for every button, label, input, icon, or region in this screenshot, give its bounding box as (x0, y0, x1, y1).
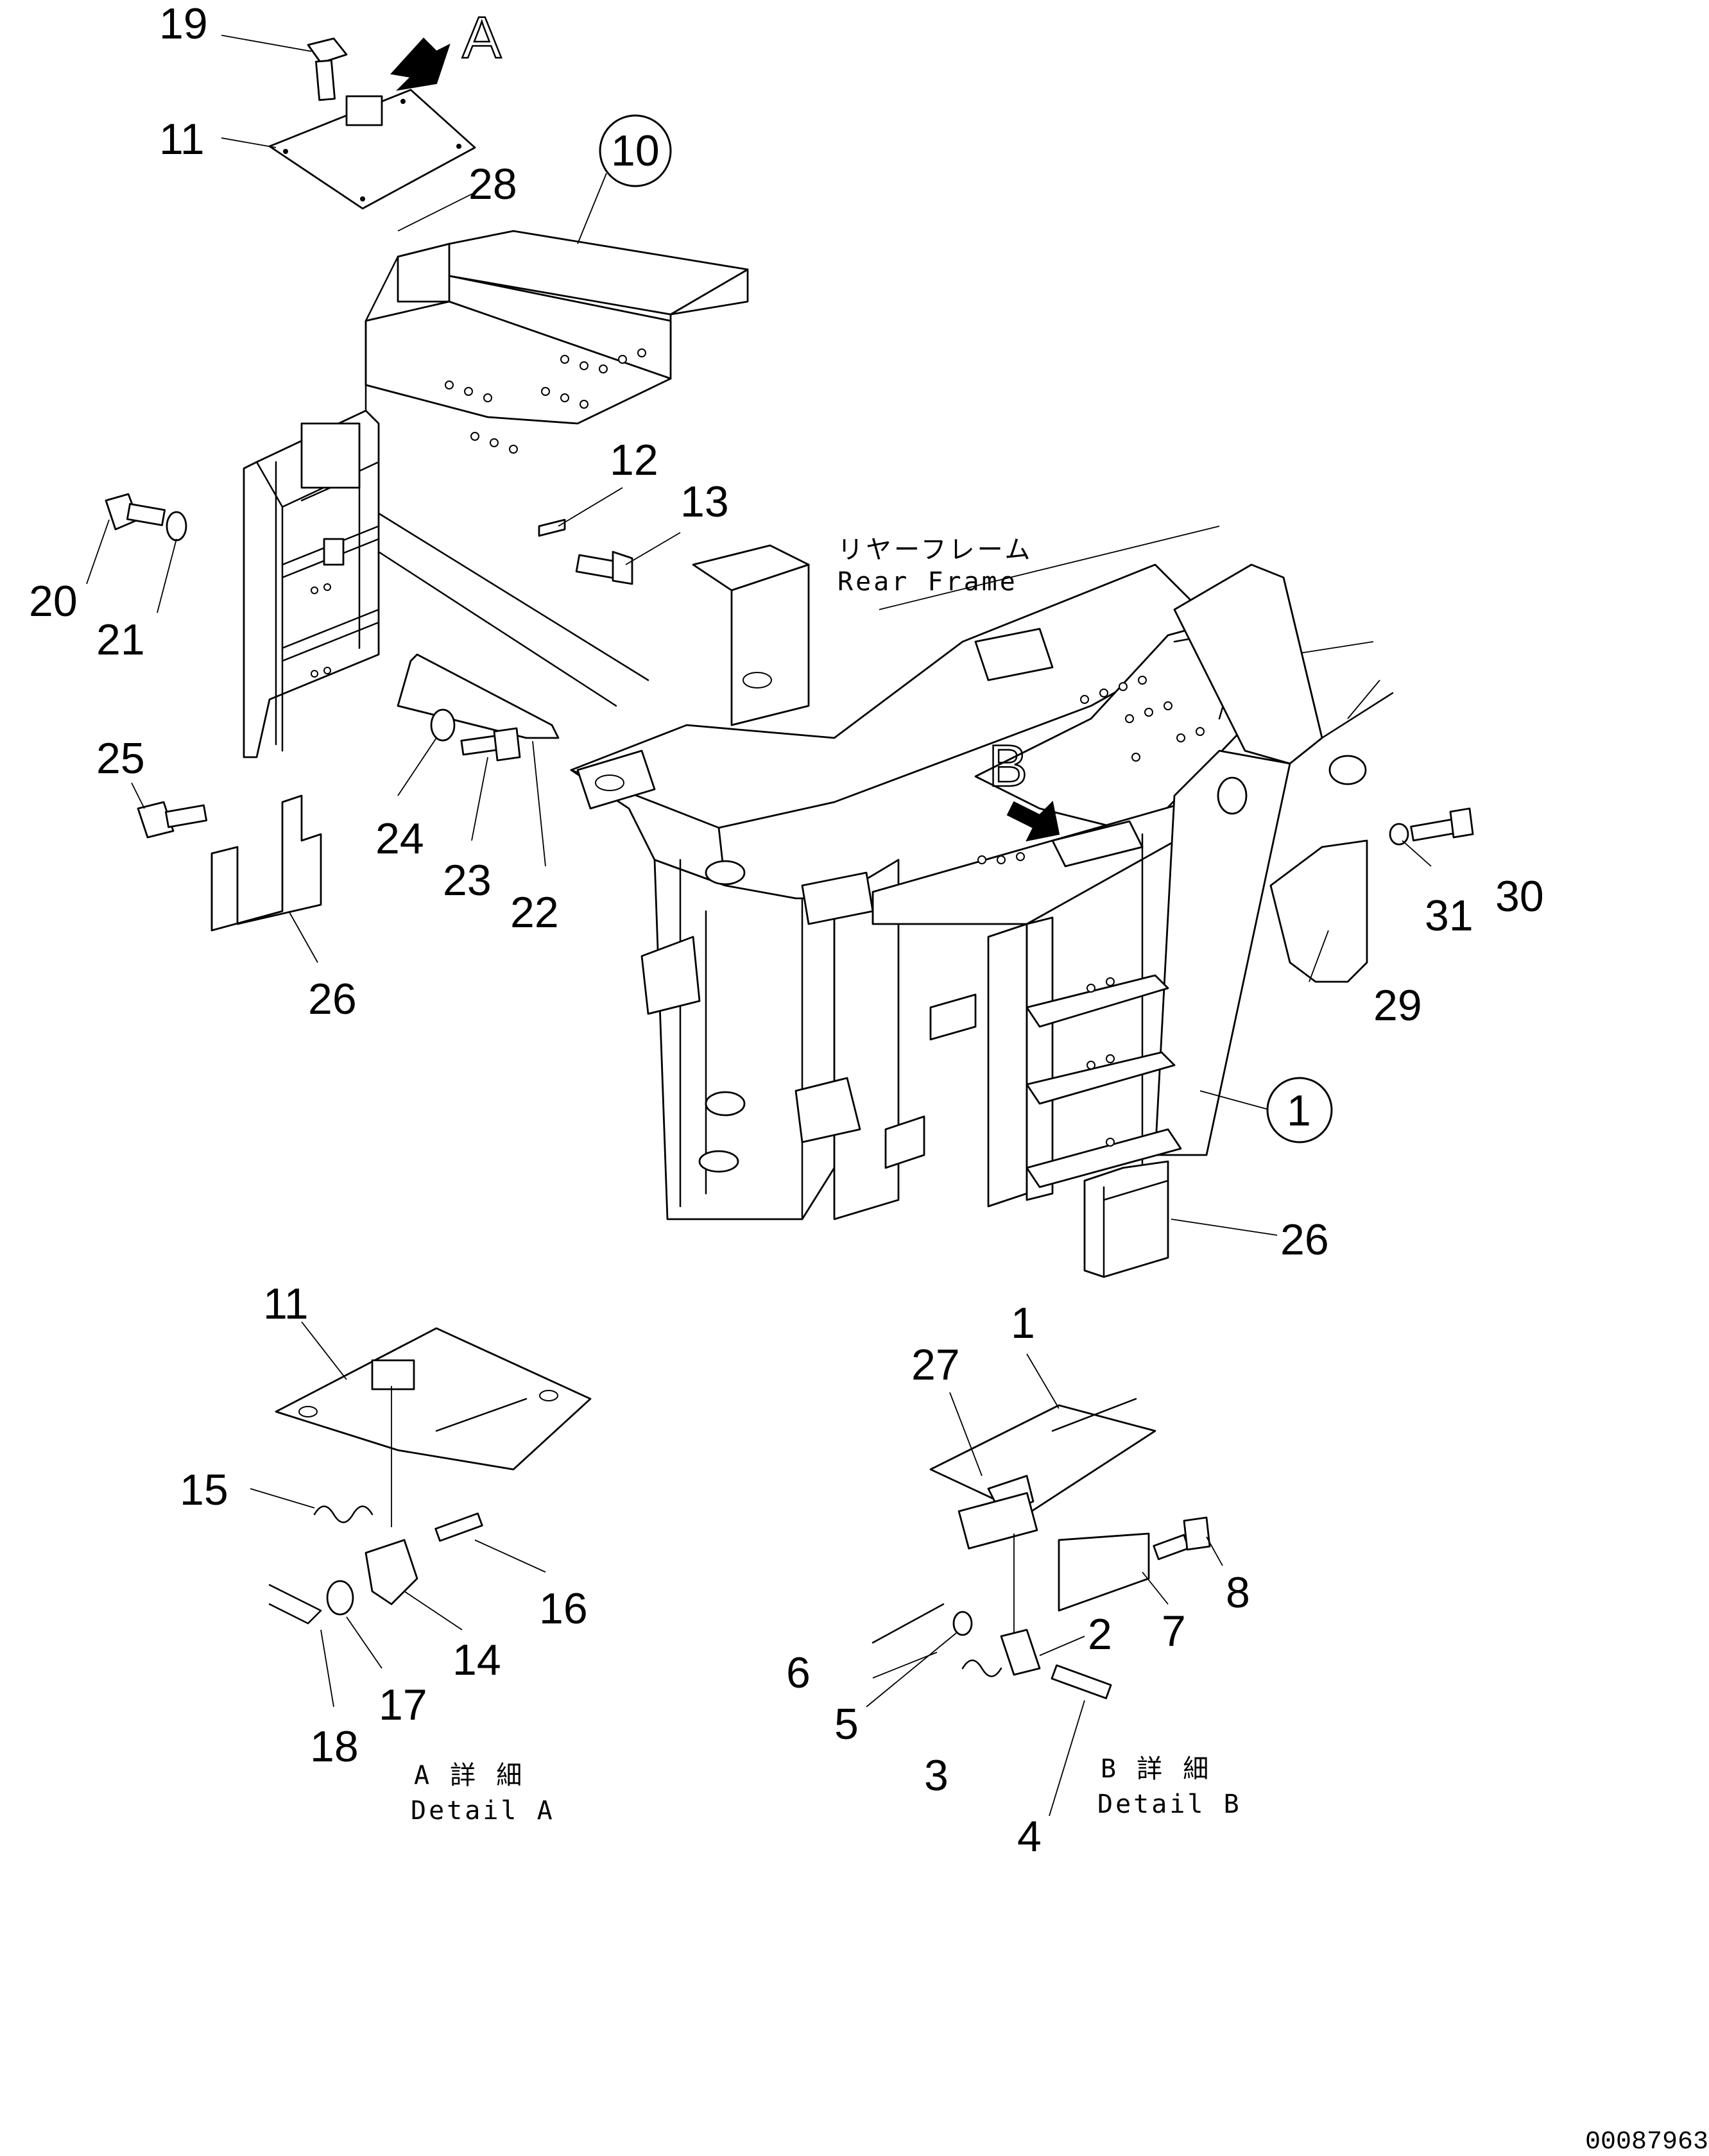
callout-3: 3 (924, 1751, 949, 1800)
leader-lines (86, 35, 1432, 1817)
bolt-20 (105, 493, 166, 531)
callout-26-lower: 26 (1280, 1215, 1329, 1264)
callout-31: 31 (1425, 891, 1473, 940)
callout-17: 17 (379, 1681, 427, 1729)
deck-holes (977, 676, 1205, 1147)
bracket-12 (538, 518, 566, 537)
callout-19: 19 (159, 0, 208, 48)
bolt-19 (307, 37, 348, 101)
callout-28: 28 (468, 160, 517, 209)
bolt-23 (460, 727, 521, 762)
drawing-code: 00087963 (1585, 2128, 1708, 2156)
callout-16: 16 (539, 1584, 588, 1633)
pin-18 (268, 1584, 322, 1625)
detail-b-en-label: Detail B (1097, 1790, 1242, 1819)
ladder-frame (243, 409, 649, 758)
pin-4 (1051, 1664, 1112, 1700)
callout-12: 12 (610, 436, 658, 484)
duct-10 (365, 230, 749, 454)
spring-15 (313, 1505, 374, 1523)
callout-6: 6 (786, 1648, 811, 1697)
step-26-lower (1083, 1160, 1169, 1278)
callout-30: 30 (1495, 872, 1544, 921)
detail-b-jp-label: B 詳 細 (1101, 1754, 1211, 1784)
callout-11: 11 (159, 115, 205, 164)
callout-10-circle (599, 114, 672, 187)
detail-a-jp-label: A 詳 細 (414, 1761, 524, 1790)
washer-21 (166, 511, 187, 542)
callout-20: 20 (29, 577, 78, 626)
bolt-8 (1153, 1516, 1211, 1561)
duct-10-holes (445, 348, 646, 454)
washer-31 (1389, 823, 1409, 846)
pin-16 (434, 1512, 483, 1542)
callout-11-detail-a: 11 (263, 1279, 309, 1328)
rear-frame-body (570, 526, 1474, 1278)
washer-5 (952, 1611, 973, 1636)
callout-4: 4 (1017, 1812, 1042, 1861)
callout-1-detail-b: 1 (1011, 1299, 1035, 1348)
cover-plate-11 (268, 89, 476, 210)
washer-17 (326, 1580, 354, 1616)
callout-14: 14 (452, 1636, 501, 1684)
callout-24: 24 (375, 814, 424, 863)
upper-step-assembly (105, 37, 749, 932)
bolt-30 (1410, 807, 1474, 842)
callout-2: 2 (1088, 1610, 1112, 1659)
view-arrow-a (390, 37, 451, 91)
callout-labels: 19 11 28 10 12 13 20 21 25 24 23 22 26 3… (29, 0, 1708, 2156)
washer-24 (430, 708, 456, 742)
callout-26-upper: 26 (308, 975, 357, 1023)
cover-29 (1269, 839, 1368, 983)
callout-18: 18 (310, 1722, 359, 1771)
detail-b-plate-1 (929, 1404, 1156, 1516)
view-letter-a: A (462, 5, 502, 71)
callout-7: 7 (1162, 1607, 1186, 1656)
bolt-13 (575, 551, 633, 585)
callout-23: 23 (443, 856, 492, 905)
callout-10: 10 (611, 126, 660, 175)
callout-25: 25 (96, 734, 145, 783)
bolt-25 (137, 801, 208, 839)
bracket-2 (1000, 1629, 1041, 1676)
callout-13: 13 (680, 477, 729, 526)
callout-29: 29 (1373, 981, 1422, 1030)
callout-5: 5 (834, 1700, 859, 1749)
bracket-7 (1058, 1532, 1150, 1612)
callout-21: 21 (96, 615, 145, 664)
callout-22: 22 (510, 888, 559, 937)
plate-22 (397, 653, 560, 739)
view-letter-b: B (988, 733, 1027, 799)
callout-8: 8 (1226, 1568, 1250, 1617)
detail-a-plate-11 (275, 1327, 592, 1471)
rear-frame-jp-label: リヤーフレーム (837, 535, 1033, 565)
detail-a-en-label: Detail A (411, 1796, 555, 1826)
view-arrow-b (1006, 800, 1060, 842)
callout-27: 27 (911, 1340, 960, 1389)
callout-1-circle (1266, 1077, 1333, 1143)
step-26-upper (210, 794, 322, 932)
rear-frame-en-label: Rear Frame (837, 567, 1018, 597)
callout-15: 15 (180, 1466, 228, 1514)
spring-3 (961, 1659, 1002, 1677)
callout-1: 1 (1287, 1086, 1311, 1135)
detail-a-assembly (268, 1327, 592, 1625)
pin-6 (872, 1603, 945, 1644)
detail-b-assembly (872, 1398, 1211, 1700)
